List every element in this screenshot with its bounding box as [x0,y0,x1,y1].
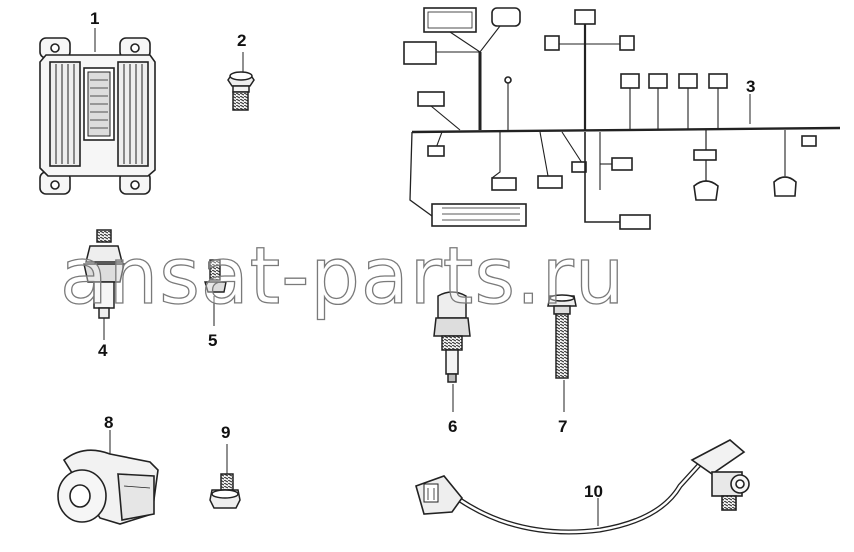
wiring-harness [403,7,841,230]
callout-1: 1 [90,9,100,28]
pressure-sensor-part-4 [83,229,125,340]
callout-7: 7 [558,417,568,436]
callout-9: 9 [221,423,231,442]
bolt-part-2 [227,52,255,111]
callout-8: 8 [104,413,114,432]
callout-10: 10 [584,482,603,501]
callout-5: 5 [208,331,218,350]
temperature-sensor-part-6 [433,291,471,412]
stud-part-5 [204,259,227,326]
callout-6: 6 [448,417,458,436]
ecu-control-unit [39,28,156,195]
knock-sensor-part-8 [57,430,159,525]
callout-3: 3 [746,77,756,96]
bolt-part-9 [209,444,241,509]
callout-2: 2 [237,31,247,50]
callout-4: 4 [98,341,108,360]
long-bolt-part-7 [547,294,577,412]
crank-position-sensor-part-10 [415,439,750,535]
